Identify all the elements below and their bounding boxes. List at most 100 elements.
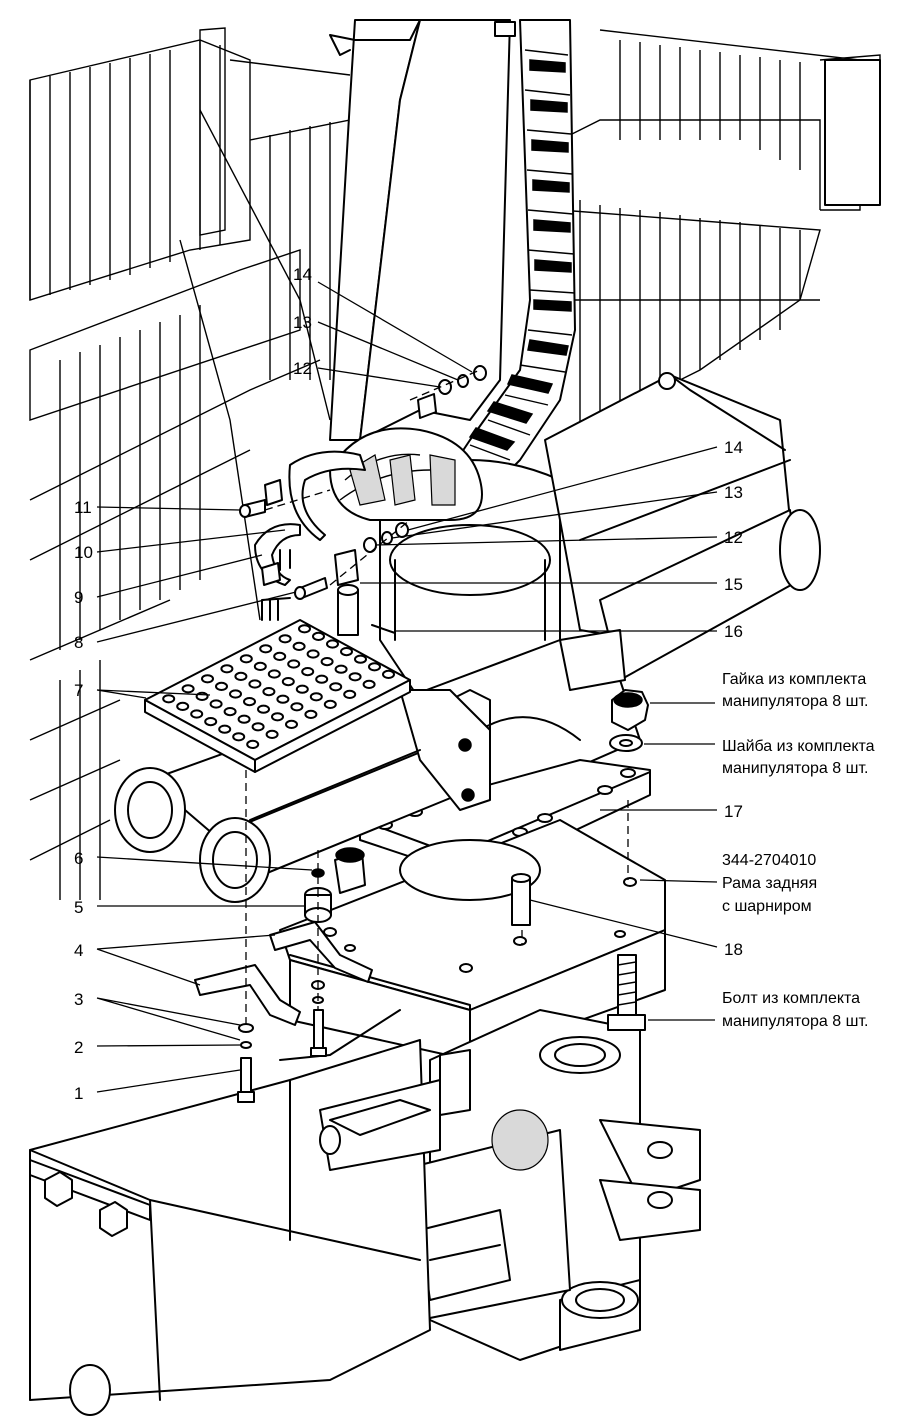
step-hole: [343, 689, 357, 700]
step-hole: [229, 689, 242, 699]
hinge-assembly: [399, 1009, 701, 1361]
step-hole: [181, 684, 195, 694]
step-hole: [309, 692, 323, 702]
callout-3: 3: [74, 990, 83, 1009]
step-hole: [362, 679, 376, 690]
step-hole: [190, 709, 204, 719]
step-hole: [382, 669, 395, 680]
small-fasteners: [237, 365, 649, 1103]
step-hole: [276, 694, 290, 704]
truck-frame: [29, 1009, 441, 1416]
step-hole: [257, 704, 270, 714]
note-washer-line2: манипулятора 8 шт.: [722, 760, 868, 777]
step-hole: [368, 662, 381, 672]
step-hole: [176, 701, 190, 712]
step-hole: [162, 694, 176, 704]
step-hole: [273, 651, 287, 662]
step-hole: [323, 699, 337, 710]
note-bolt-line1: Болт из комплекта: [722, 990, 860, 1007]
leader-lines: [96, 281, 718, 1093]
callout-12-right: 12: [724, 528, 743, 547]
assembly-axes: [245, 369, 629, 1025]
bracket-clamps: [254, 393, 437, 621]
callout-5: 5: [74, 898, 83, 917]
step-hole: [281, 677, 295, 687]
note-frame-line2: Рама задняя: [722, 875, 817, 892]
step-hole: [304, 709, 318, 720]
callout-9: 9: [74, 588, 83, 607]
step-hole: [329, 682, 343, 692]
callout-6: 6: [74, 849, 83, 868]
callout-11: 11: [74, 498, 92, 517]
step-hole: [218, 724, 232, 734]
step-hole: [232, 732, 246, 742]
cylinders-pair: [114, 689, 491, 903]
callout-10: 10: [74, 543, 93, 562]
angle-brackets: [194, 921, 373, 1026]
step-hole: [334, 664, 348, 674]
callout-12-top: 12: [293, 359, 312, 378]
note-nut-line1: Гайка из комплекта: [722, 671, 866, 688]
callout-1: 1: [74, 1084, 83, 1103]
callout-13-top: 13: [293, 313, 312, 332]
crane-boom: [329, 19, 516, 441]
part-notes: Гайка из комплекта манипулятора 8 шт. Ша…: [722, 671, 875, 1030]
step-hole: [246, 739, 260, 750]
note-frame-line3: с шарниром: [722, 898, 812, 915]
step-hole: [243, 697, 256, 707]
step-hole: [298, 624, 311, 634]
note-nut-line2: манипулятора 8 шт.: [722, 693, 868, 710]
step-hole: [251, 722, 265, 732]
step-hole: [201, 674, 214, 684]
cab-guard-cage-right: [559, 29, 881, 441]
step-hole: [285, 719, 298, 730]
callout-2: 2: [74, 1038, 83, 1057]
step-hole: [290, 702, 304, 712]
step-hole: [262, 687, 276, 697]
step-hole: [223, 707, 237, 717]
step-hole: [237, 714, 251, 724]
callout-7: 7: [74, 681, 83, 700]
step-hole: [220, 664, 234, 674]
step-plate-holes: [162, 624, 395, 750]
step-hole: [287, 659, 301, 669]
step-hole: [209, 699, 223, 709]
step-hole: [253, 661, 267, 672]
callout-14-top: 14: [293, 265, 312, 284]
step-hole: [301, 667, 315, 677]
step-hole: [348, 672, 362, 682]
step-hole: [295, 684, 309, 694]
step-hole: [312, 631, 325, 642]
step-hole: [248, 679, 262, 689]
step-hole: [265, 729, 279, 740]
step-hole: [215, 681, 228, 692]
step-hole: [292, 641, 306, 652]
callout-14-right: 14: [724, 438, 743, 457]
callout-labels: 14 13 12 11 10 9 8 7 6 5 4 3 2 1 14 13 1…: [74, 265, 743, 1103]
step-hole: [278, 634, 292, 644]
step-hole: [315, 674, 329, 684]
cab-guard-cage-left: [29, 27, 351, 900]
step-hole: [204, 717, 218, 727]
callout-13-right: 13: [724, 483, 743, 502]
callout-18: 18: [724, 940, 743, 959]
note-bolt-line2: манипулятора 8 шт.: [722, 1013, 868, 1030]
note-frame-line1: 344-2704010: [722, 852, 816, 869]
step-hole: [340, 647, 353, 657]
column-base: [329, 427, 561, 721]
step-hole: [271, 712, 284, 722]
callout-17: 17: [724, 802, 743, 821]
step-hole: [354, 654, 367, 664]
step-hole: [234, 671, 248, 682]
step-hole: [267, 669, 281, 679]
step-hole: [259, 644, 273, 654]
step-hole: [326, 639, 339, 649]
step-hole: [320, 657, 334, 667]
step-hole: [306, 649, 320, 659]
callout-4: 4: [74, 941, 83, 960]
callout-8: 8: [74, 633, 83, 652]
note-washer-line1: Шайба из комплекта: [722, 738, 875, 755]
callout-15: 15: [724, 575, 743, 594]
outrigger-beam-right: [544, 372, 821, 681]
